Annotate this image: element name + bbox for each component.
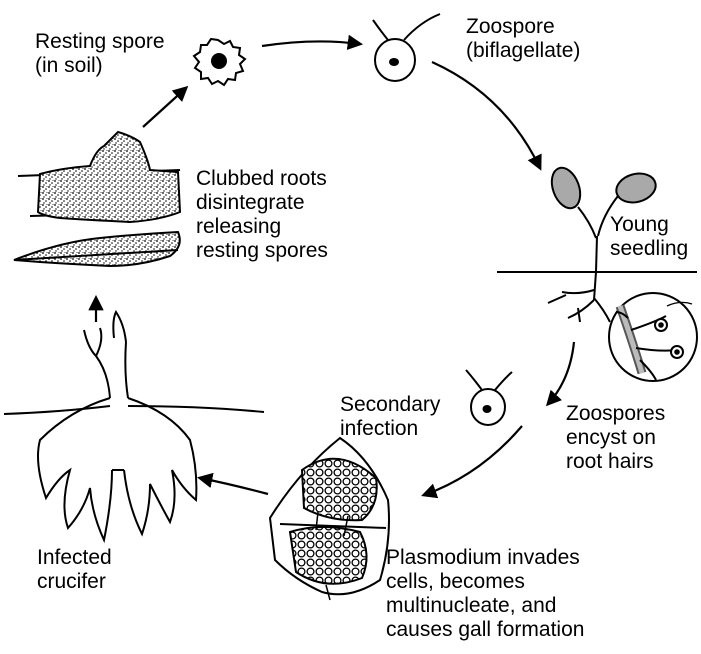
zoospore-label-line-1: Zoospore [466, 15, 580, 39]
clubbed-roots-label-line-1: Clubbed roots [196, 167, 328, 191]
plasmodium-cells-icon [270, 438, 389, 600]
arrow-spore-to-zoospore [262, 41, 360, 46]
infected-crucifer-label-line-2: crucifer [37, 570, 112, 594]
plasmodium-label-line-1: Plasmodium invades [386, 546, 584, 570]
zoospores-encyst-label-line-2: encyst on [566, 426, 665, 450]
arrow-clubbed-to-spore [143, 88, 186, 127]
zoospores-encyst-label-line-3: root hairs [566, 450, 665, 474]
arrow-zoospore-to-seedling [432, 62, 540, 168]
zoospores-encyst-label-line-1: Zoospores [566, 402, 665, 426]
young-seedling-label: Young seedling [610, 213, 688, 261]
plasmodium-label: Plasmodium invades cells, becomes multin… [386, 546, 584, 642]
plasmodium-label-line-3: multinucleate, and [386, 594, 584, 618]
zoospore-icon [373, 14, 440, 81]
zoospore-label-line-2: (biflagellate) [466, 39, 580, 63]
infected-crucifer-label-line-1: Infected [37, 546, 112, 570]
resting-spore-label-line-1: Resting spore [35, 30, 165, 54]
secondary-infection-label-line-2: infection [340, 417, 440, 441]
secondary-infection-label: Secondary infection [340, 393, 440, 441]
plasmodium-label-line-4: causes gall formation [386, 618, 584, 642]
clubbed-roots-label-line-3: releasing [196, 215, 328, 239]
secondary-infection-label-line-1: Secondary [340, 393, 440, 417]
clubbed-roots-icon [14, 132, 180, 266]
young-seedling-label-line-1: Young [610, 213, 688, 237]
young-seedling-label-line-2: seedling [610, 237, 688, 261]
clubbed-roots-label-line-4: resting spores [196, 239, 328, 263]
resting-spore-icon [194, 39, 245, 85]
root-hair-magnified-icon [609, 293, 697, 381]
resting-spore-label: Resting spore (in soil) [35, 30, 165, 78]
arrow-plasmodium-to-crucifer [200, 478, 268, 494]
resting-spore-label-line-2: (in soil) [35, 54, 165, 78]
secondary-zoospore-icon [466, 370, 512, 425]
infected-crucifer-label: Infected crucifer [37, 546, 112, 594]
cycle-arrows [96, 41, 574, 495]
zoospore-label: Zoospore (biflagellate) [466, 15, 580, 63]
plasmodium-label-line-2: cells, becomes [386, 570, 584, 594]
zoospores-encyst-label: Zoospores encyst on root hairs [566, 402, 665, 474]
clubbed-roots-label: Clubbed roots disintegrate releasing res… [196, 167, 328, 263]
infected-crucifer-icon [4, 312, 264, 540]
arrow-seedling-to-encyst [548, 342, 574, 404]
clubbed-roots-label-line-2: disintegrate [196, 191, 328, 215]
